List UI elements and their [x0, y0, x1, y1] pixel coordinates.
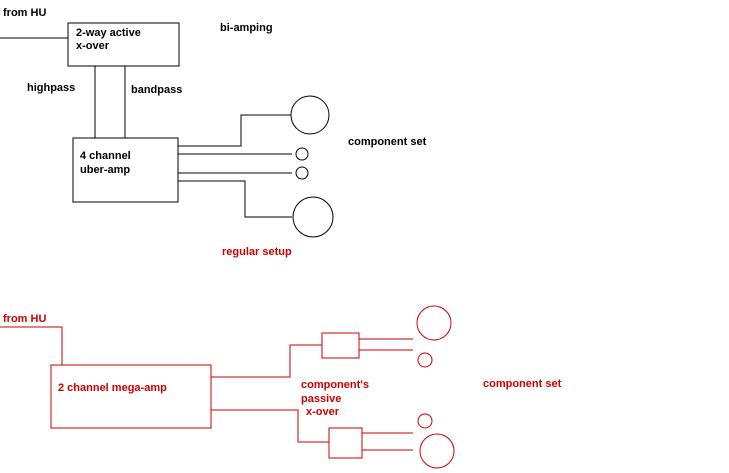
bottom-upper-xover-feed	[211, 344, 322, 378]
bandpass-label: bandpass	[131, 84, 183, 96]
passive-xover-label-line1: component's	[301, 379, 370, 391]
top-4ch-amp-box	[72, 137, 179, 203]
bottom-large-speaker-upper	[416, 305, 452, 341]
top-component-set-label: component set	[348, 136, 427, 148]
bottom-amp-label: 2 channel mega-amp	[58, 382, 167, 394]
bottom-lower-passive-xover-box	[328, 427, 363, 459]
top-active-crossover-box	[67, 22, 180, 67]
top-diagram	[0, 22, 334, 238]
top-tweeter-wire	[178, 114, 291, 147]
top-biamping-label: bi-amping	[220, 22, 273, 34]
passive-xover-label-line3: x-over	[306, 406, 340, 418]
top-from-hu-label: from HU	[3, 7, 47, 19]
bottom-small-speaker-upper	[417, 352, 433, 368]
highpass-label: highpass	[27, 82, 76, 94]
top-amp-label-line2: uber-amp	[80, 164, 131, 176]
bottom-from-hu-label: from HU	[3, 313, 47, 325]
top-crossover-label-line2: x-over	[76, 40, 110, 52]
regular-setup-caption: regular setup	[222, 246, 292, 258]
bottom-2ch-amp-box	[50, 364, 212, 429]
passive-xover-label-line2: passive	[301, 393, 342, 405]
bottom-upper-passive-xover-box	[321, 332, 360, 359]
bottom-lower-xover-feed	[211, 409, 329, 443]
top-small-speaker-2	[295, 166, 309, 180]
top-crossover-label-line1: 2-way active	[76, 27, 141, 39]
top-woofer-wire	[178, 180, 292, 218]
bottom-component-set-label: component set	[483, 378, 562, 390]
top-large-speaker-upper	[290, 95, 330, 135]
top-small-speaker-1	[295, 147, 309, 161]
top-amp-label-line1: 4 channel	[80, 150, 131, 162]
bottom-small-speaker-lower	[417, 413, 433, 429]
bottom-large-speaker-lower	[419, 433, 455, 469]
bottom-diagram	[0, 305, 455, 469]
top-large-speaker-lower	[292, 196, 334, 238]
